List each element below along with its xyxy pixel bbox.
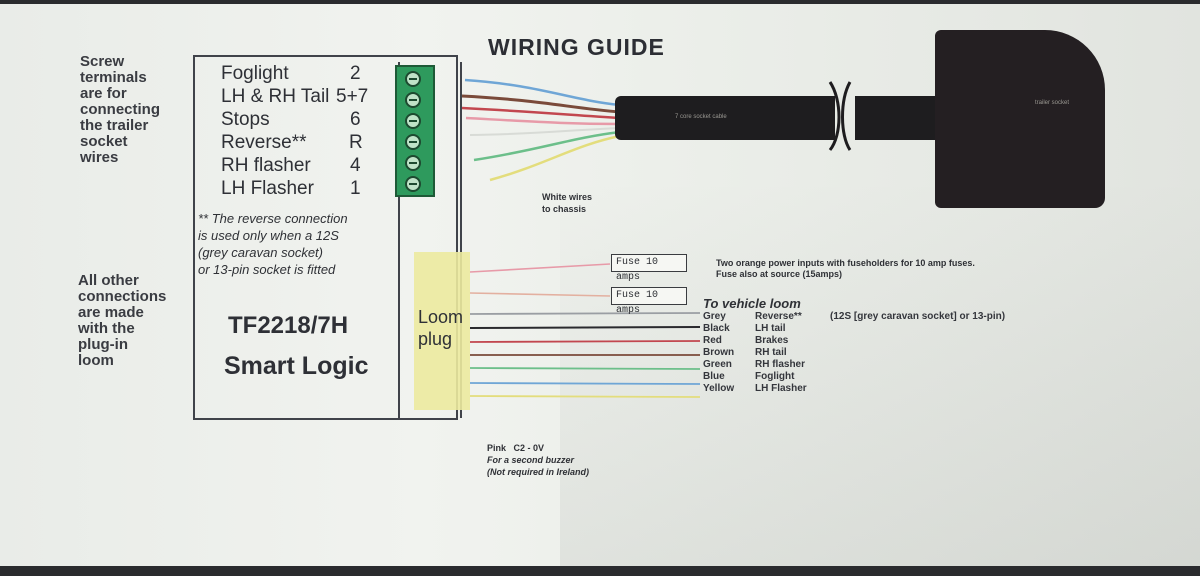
loom-wire-red	[469, 340, 701, 343]
power-note-1: Two orange power inputs with fuseholders…	[716, 258, 975, 268]
wire-white	[469, 127, 621, 136]
pink-note-2: For a second buzzer	[487, 455, 575, 465]
product-name: Smart Logic	[224, 352, 369, 380]
loom-wire-yellow	[469, 395, 701, 398]
loom-wire-orange	[469, 292, 611, 297]
screw-icon	[405, 71, 421, 87]
wire-red	[461, 106, 621, 120]
wire-pink	[465, 116, 621, 126]
reverse-note-line-2: is used only when a 12S	[198, 228, 339, 243]
loom-extra-grey: (12S [grey caravan socket] or 13-pin)	[830, 311, 1006, 322]
loom-color-blue: Blue	[703, 371, 725, 382]
loom-function-black: LH tail	[755, 323, 786, 334]
loom-color-brown: Brown	[703, 347, 735, 358]
trailer-socket: trailer socket	[935, 30, 1105, 208]
loom-function-green: RH flasher	[755, 359, 806, 370]
reverse-note-line-3: (grey caravan socket)	[198, 245, 323, 260]
terminal-pin-lh-flasher: 1	[350, 178, 361, 199]
screw-icon	[405, 113, 421, 129]
reverse-note-line-1: ** The reverse connection	[198, 211, 348, 226]
reverse-note-line-4: or 13-pin socket is fitted	[198, 262, 336, 277]
fuse-holder-2: Fuse 10 amps	[611, 287, 687, 316]
terminal-label-lh-flasher: LH Flasher	[221, 178, 314, 199]
terminal-pin-tail: 5+7	[336, 86, 369, 107]
loom-wire-black	[469, 326, 701, 329]
trailer-socket-cable: 7 core socket cable	[615, 96, 835, 140]
model-number: TF2218/7H	[228, 312, 349, 339]
loom-function-brown: RH tail	[755, 347, 787, 358]
loom-color-yellow: Yellow	[703, 383, 735, 394]
loom-wire-pink	[469, 263, 611, 273]
terminal-label-reverse: Reverse**	[221, 132, 307, 153]
terminal-strip	[398, 62, 462, 418]
loom-color-black: Black	[703, 323, 730, 334]
screw-icon	[405, 92, 421, 108]
wire-brown	[461, 94, 621, 114]
loom-color-red: Red	[703, 335, 722, 346]
terminal-pin-foglight: 2	[350, 63, 361, 84]
loom-wire-green	[469, 367, 701, 370]
terminal-label-tail: LH & RH Tail	[221, 86, 330, 107]
paper-shadow	[560, 180, 1200, 566]
control-unit-box	[193, 55, 458, 420]
screw-terminals-note: Screw terminals are for connecting the t…	[80, 53, 161, 166]
white-wires-note-1: White wires	[542, 192, 593, 202]
fuse-holder-1: Fuse 10 amps	[611, 254, 687, 283]
screw-icon	[405, 155, 421, 171]
wire-green	[473, 130, 621, 162]
loom-function-yellow: LH Flasher	[755, 383, 807, 394]
wire-blue	[464, 78, 621, 107]
power-note-2: Fuse also at source (15amps)	[716, 269, 843, 279]
input-wires	[461, 78, 621, 182]
terminal-pin-reverse: R	[349, 132, 363, 153]
cable-break-symbol	[828, 81, 852, 151]
loom-color-grey: Grey	[703, 311, 726, 322]
loom-plug-label: Loom plug	[418, 307, 464, 349]
loom-function-grey: Reverse**	[755, 311, 802, 322]
wire-yellow	[489, 134, 621, 182]
to-vehicle-loom-label: To vehicle loom	[703, 296, 801, 311]
terminal-label-foglight: Foglight	[221, 63, 289, 84]
diagram-title: WIRING GUIDE	[488, 34, 665, 60]
loom-wire-grey	[469, 312, 701, 315]
loom-wires	[469, 263, 701, 398]
screw-terminal-block	[395, 65, 435, 197]
screw-icon	[405, 176, 421, 192]
terminal-pin-stops: 6	[350, 109, 361, 130]
trailer-socket-cable-end	[855, 96, 945, 140]
loom-function-blue: Foglight	[755, 371, 795, 382]
loom-wire-blue	[469, 382, 701, 385]
loom-color-green: Green	[703, 359, 732, 370]
loom-function-red: Brakes	[755, 335, 789, 346]
terminal-pin-rh-flasher: 4	[350, 155, 361, 176]
pink-note-1: Pink C2 - 0V	[487, 443, 545, 453]
terminal-label-rh-flasher: RH flasher	[221, 155, 311, 176]
terminal-label-stops: Stops	[221, 109, 270, 130]
other-connections-note: All other connections are made with the …	[78, 272, 167, 369]
white-wires-note-2: to chassis	[542, 204, 587, 214]
pink-note-3: (Not required in Ireland)	[487, 467, 590, 477]
loom-plug	[414, 252, 470, 410]
screw-icon	[405, 134, 421, 150]
